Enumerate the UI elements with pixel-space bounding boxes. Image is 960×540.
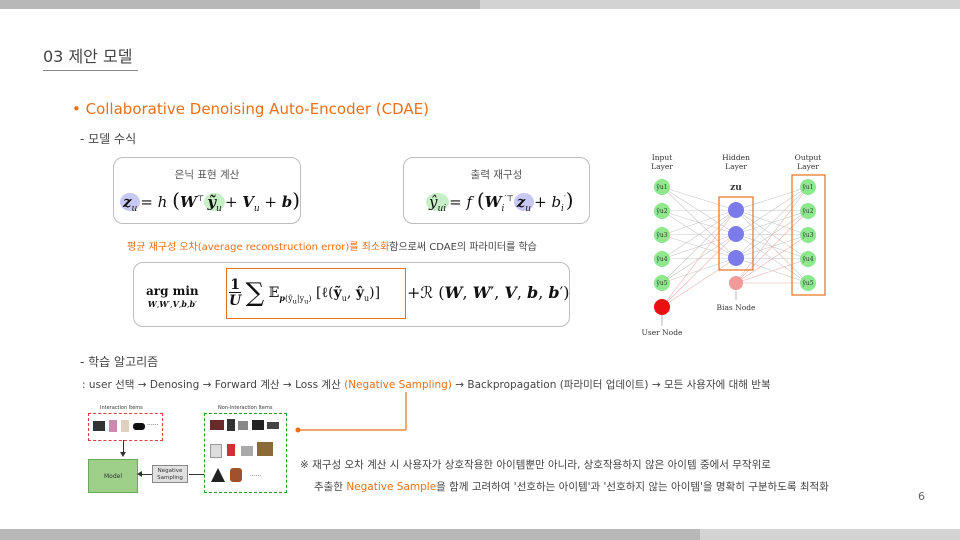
item-image <box>121 420 129 432</box>
input-node-label: ŷu4 <box>656 256 668 263</box>
item-image <box>133 423 145 430</box>
objective-note-rest: 함으로써 CDAE의 파라미터를 학습 <box>389 242 537 253</box>
section-title: 03 제안 모델 <box>43 47 133 66</box>
arrow-head <box>137 471 142 477</box>
dots-text: ...... <box>250 471 262 478</box>
algorithm-steps: : user 선택 → Denosing → Forward 계산 → Loss… <box>82 377 771 392</box>
input-node-label: ŷu2 <box>656 208 668 215</box>
item-image <box>238 421 248 430</box>
item-image <box>227 419 235 431</box>
item-image <box>109 420 117 432</box>
user-node-label: User Node <box>641 328 683 337</box>
input-node-label: ŷu1 <box>656 184 668 191</box>
objective-highlight-box <box>226 268 406 319</box>
interaction-items-label: Interaction Items <box>100 405 143 411</box>
item-image <box>227 444 235 456</box>
output-formula-box: 출력 재구성 ŷui= f (Wi′⊤zu+ bi′) <box>403 157 590 224</box>
model-box: Model <box>88 459 138 493</box>
dots-text: ...... <box>147 420 159 427</box>
arrow-line <box>123 440 124 454</box>
output-formula-label: 출력 재구성 <box>470 169 523 181</box>
hidden-formula-box: 은닉 표현 계산 zu= h (W⊤ỹu+ Vu + b) <box>113 157 301 224</box>
neural-network-diagram <box>654 174 826 326</box>
top-bar-accent <box>0 0 480 9</box>
hidden-layer-label: Hidden Layer <box>722 153 750 171</box>
arrow-line <box>189 474 204 475</box>
output-node-label: ŷu2 <box>802 208 814 215</box>
item-image <box>210 444 222 458</box>
input-node-label: ŷu5 <box>656 280 668 287</box>
note-negative-sample: Negative Sample <box>346 481 437 493</box>
page-number: 6 <box>918 490 925 503</box>
subsection-model-formula: - 모델 수식 <box>80 132 137 146</box>
bullet-title: • Collaborative Denoising Auto-Encoder (… <box>72 100 429 118</box>
algorithm-negative-sampling: (Negative Sampling) <box>344 379 452 391</box>
algorithm-prefix: : user 선택 → Denosing → Forward 계산 → Loss… <box>82 379 345 391</box>
item-image <box>241 446 253 456</box>
section-underline <box>43 70 138 71</box>
item-image <box>230 468 242 482</box>
item-image <box>210 420 224 430</box>
output-node-label: ŷu3 <box>802 232 814 239</box>
output-layer-label: Output Layer <box>794 153 822 171</box>
item-image <box>211 468 225 482</box>
arrow-head <box>120 452 126 457</box>
output-node-label: ŷu1 <box>802 184 814 191</box>
top-bar <box>0 0 960 9</box>
note-line2-prefix: 추출한 <box>314 481 347 493</box>
note-line-1: ※ 재구성 오차 계산 시 사용자가 상호작용한 아이템뿐만 아니라, 상호작용… <box>300 459 771 471</box>
output-formula: ŷui= f (Wi′⊤zu+ bi′) <box>426 188 574 214</box>
item-image <box>93 421 105 431</box>
bottom-bar-accent <box>0 529 700 540</box>
note-line2-suffix: 을 함께 고려하여 '선호하는 아이템'과 '선호하지 않는 아이템'을 명확히… <box>436 481 829 493</box>
input-layer-label: Input Layer <box>651 153 673 171</box>
hidden-formula-label: 은닉 표현 계산 <box>174 169 240 181</box>
interaction-items-box: ...... <box>88 413 163 441</box>
objective-note: 평균 재구성 오차(average reconstruction error)를… <box>127 238 537 253</box>
item-image <box>257 442 273 456</box>
non-interaction-items-box: ...... <box>204 413 287 493</box>
item-image <box>267 422 279 429</box>
input-node-label: ŷu3 <box>656 232 668 239</box>
non-interaction-items-label: Non-Interaction Items <box>218 405 273 411</box>
subsection-algorithm: - 학습 알고리즘 <box>80 355 159 369</box>
objective-note-highlight: 평균 재구성 오차(average reconstruction error)를… <box>127 242 390 253</box>
regularizer: +ℛ (W, W′, V, b, b′) <box>407 283 570 302</box>
bias-node-label: Bias Node <box>716 303 756 312</box>
output-node-label: ŷu4 <box>802 256 814 263</box>
output-node-label: ŷu5 <box>802 280 814 287</box>
note-line-2: 추출한 Negative Sample을 함께 고려하여 '선호하는 아이템'과… <box>314 479 829 494</box>
negative-sampling-diagram: Interaction Items ...... Non-Interaction… <box>88 405 293 500</box>
hidden-formula: zu= h (W⊤ỹu+ Vu + b) <box>120 188 300 214</box>
negative-sampling-box: Negative Sampling <box>152 465 188 483</box>
algorithm-suffix: → Backpropagation (파라미터 업데이트) → 모든 사용자에 … <box>451 379 771 391</box>
item-image <box>252 420 264 430</box>
arrow-line <box>140 474 152 475</box>
z-label: zu <box>730 183 742 193</box>
